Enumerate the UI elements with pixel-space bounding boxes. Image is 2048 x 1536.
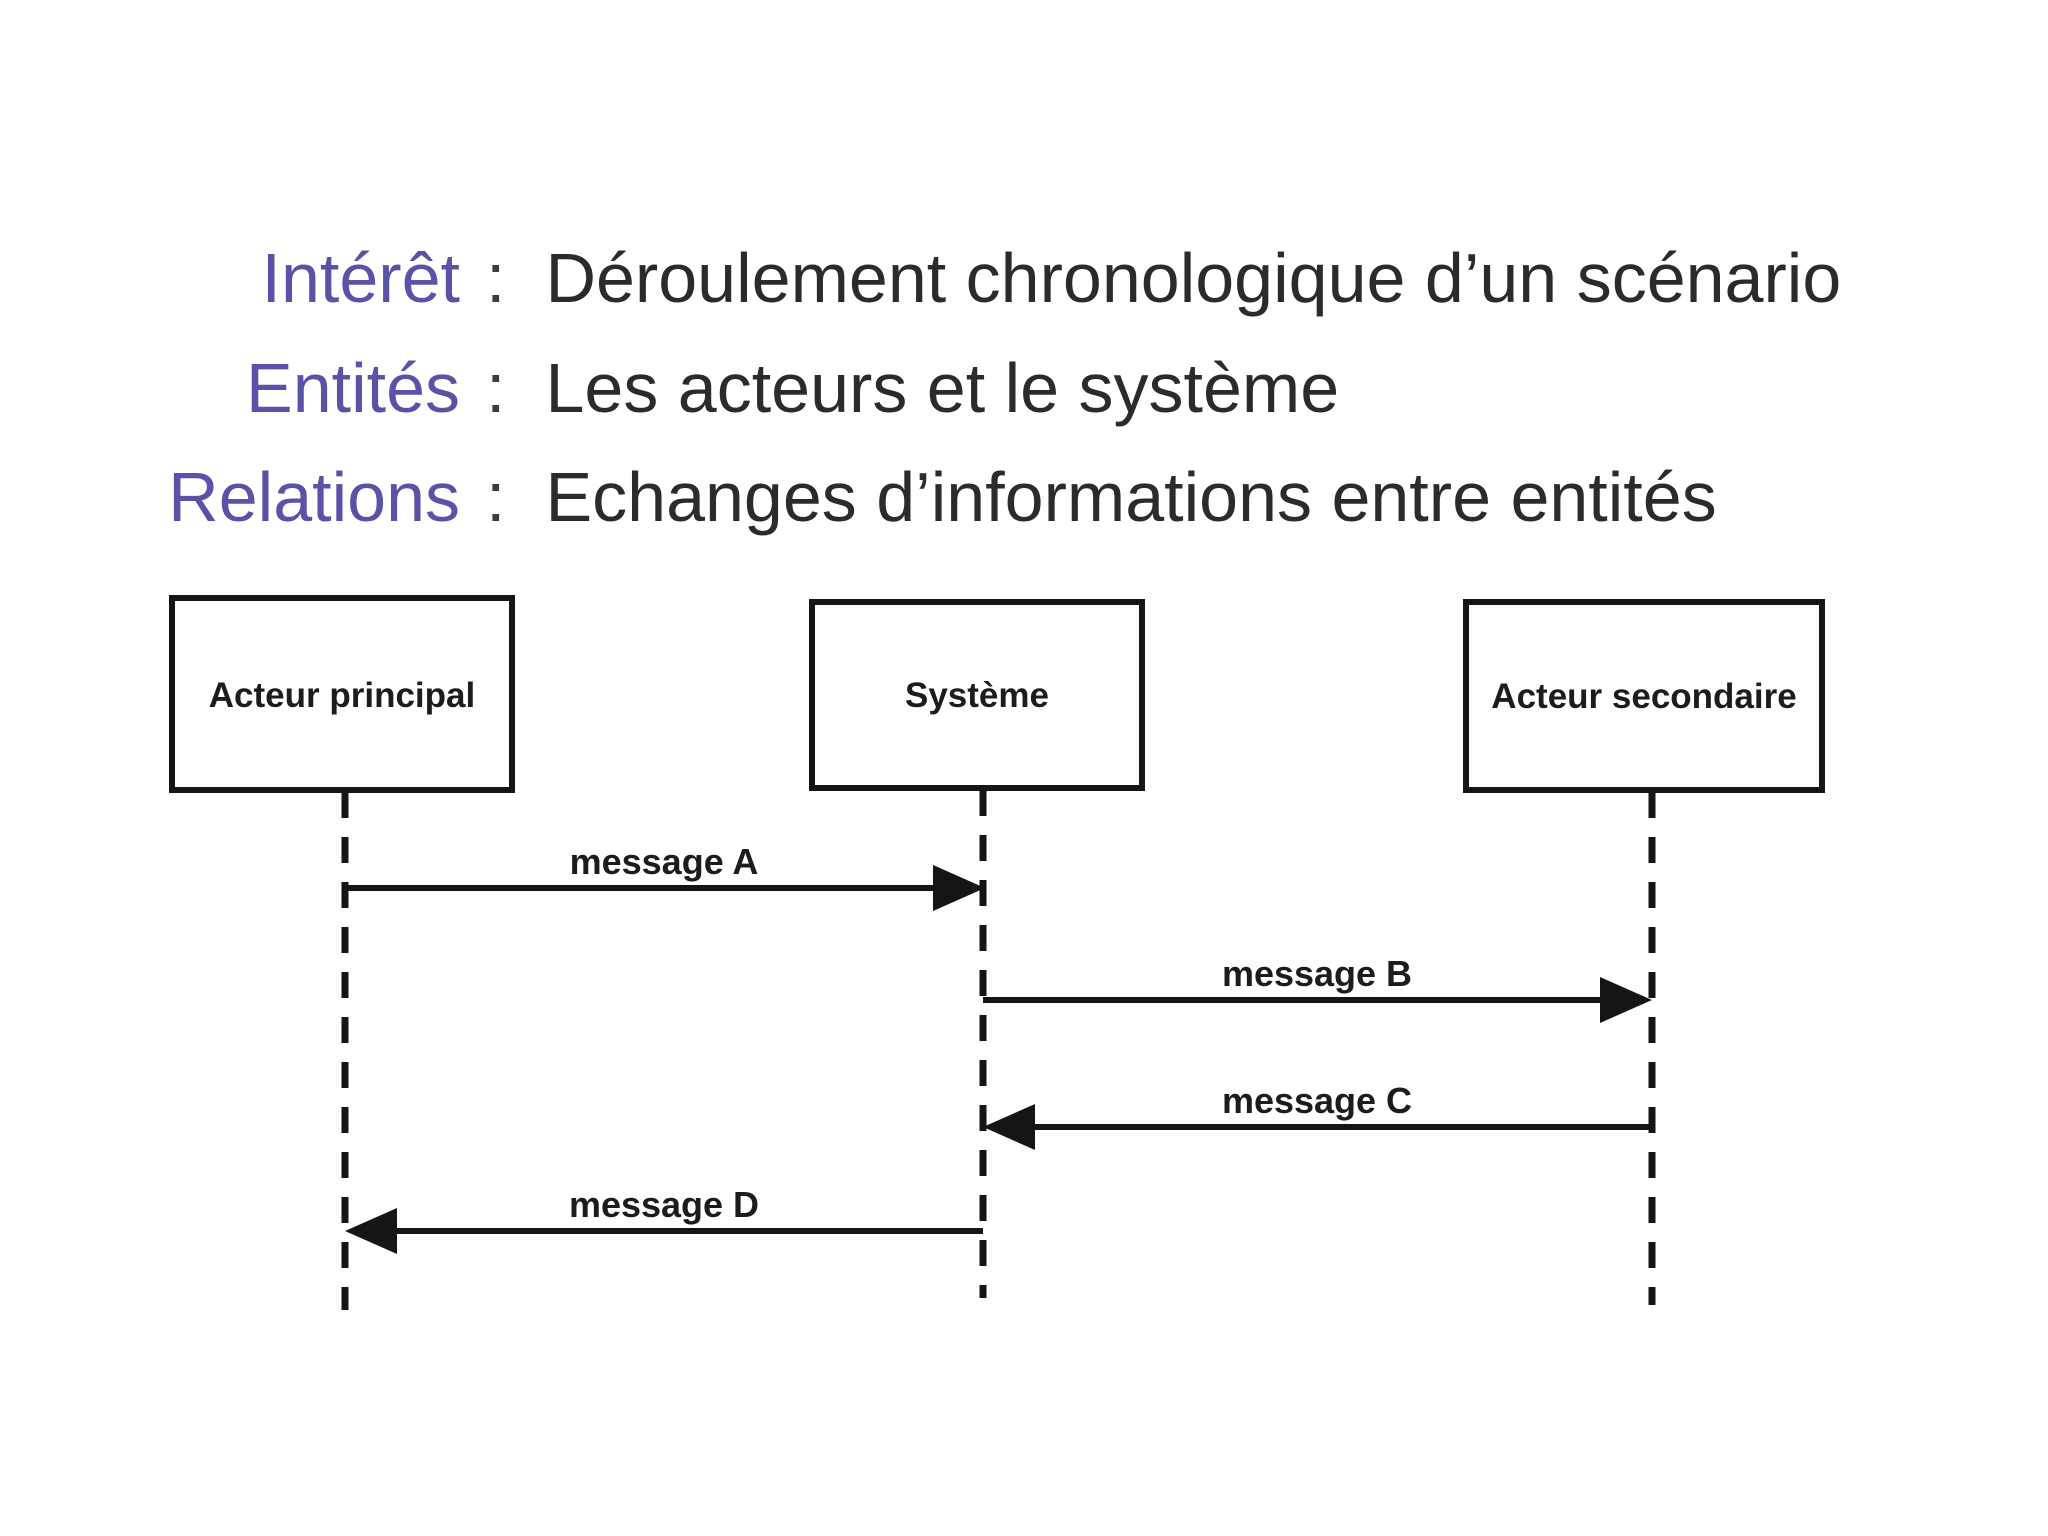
definition-row-interet: Intérêt : Déroulement chronologique d’un…	[0, 233, 1842, 323]
actor-box-secondaire	[1463, 599, 1825, 793]
actor-box-principal	[169, 595, 515, 793]
definition-term: Relations	[168, 458, 460, 536]
actor-label-principal: Acteur principal	[209, 676, 475, 715]
definition-row-relations: Relations : Echanges d’informations entr…	[0, 452, 1717, 542]
message-a-arrowhead	[933, 865, 985, 911]
actor-box-systeme	[809, 599, 1145, 791]
message-b-arrowhead	[1600, 977, 1652, 1023]
definition-term: Intérêt	[261, 239, 460, 317]
message-c-arrowhead	[983, 1104, 1035, 1150]
message-d-label: message D	[569, 1184, 759, 1225]
definition-row-entites: Entités : Les acteurs et le système	[0, 343, 1339, 433]
definition-colon: :	[486, 458, 506, 536]
definition-description: Echanges d’informations entre entités	[545, 458, 1717, 536]
message-c-label: message C	[1222, 1080, 1412, 1121]
message-a-label: message A	[570, 841, 759, 882]
message-b-label: message B	[1222, 953, 1412, 994]
definition-colon: :	[486, 349, 506, 427]
message-d-arrowhead	[345, 1208, 397, 1254]
actor-label-systeme: Système	[905, 676, 1049, 715]
definition-colon: :	[486, 239, 506, 317]
definition-description: Les acteurs et le système	[545, 349, 1340, 427]
definition-term: Entités	[246, 349, 460, 427]
definition-description: Déroulement chronologique d’un scénario	[545, 239, 1842, 317]
actor-label-secondaire: Acteur secondaire	[1491, 677, 1796, 716]
